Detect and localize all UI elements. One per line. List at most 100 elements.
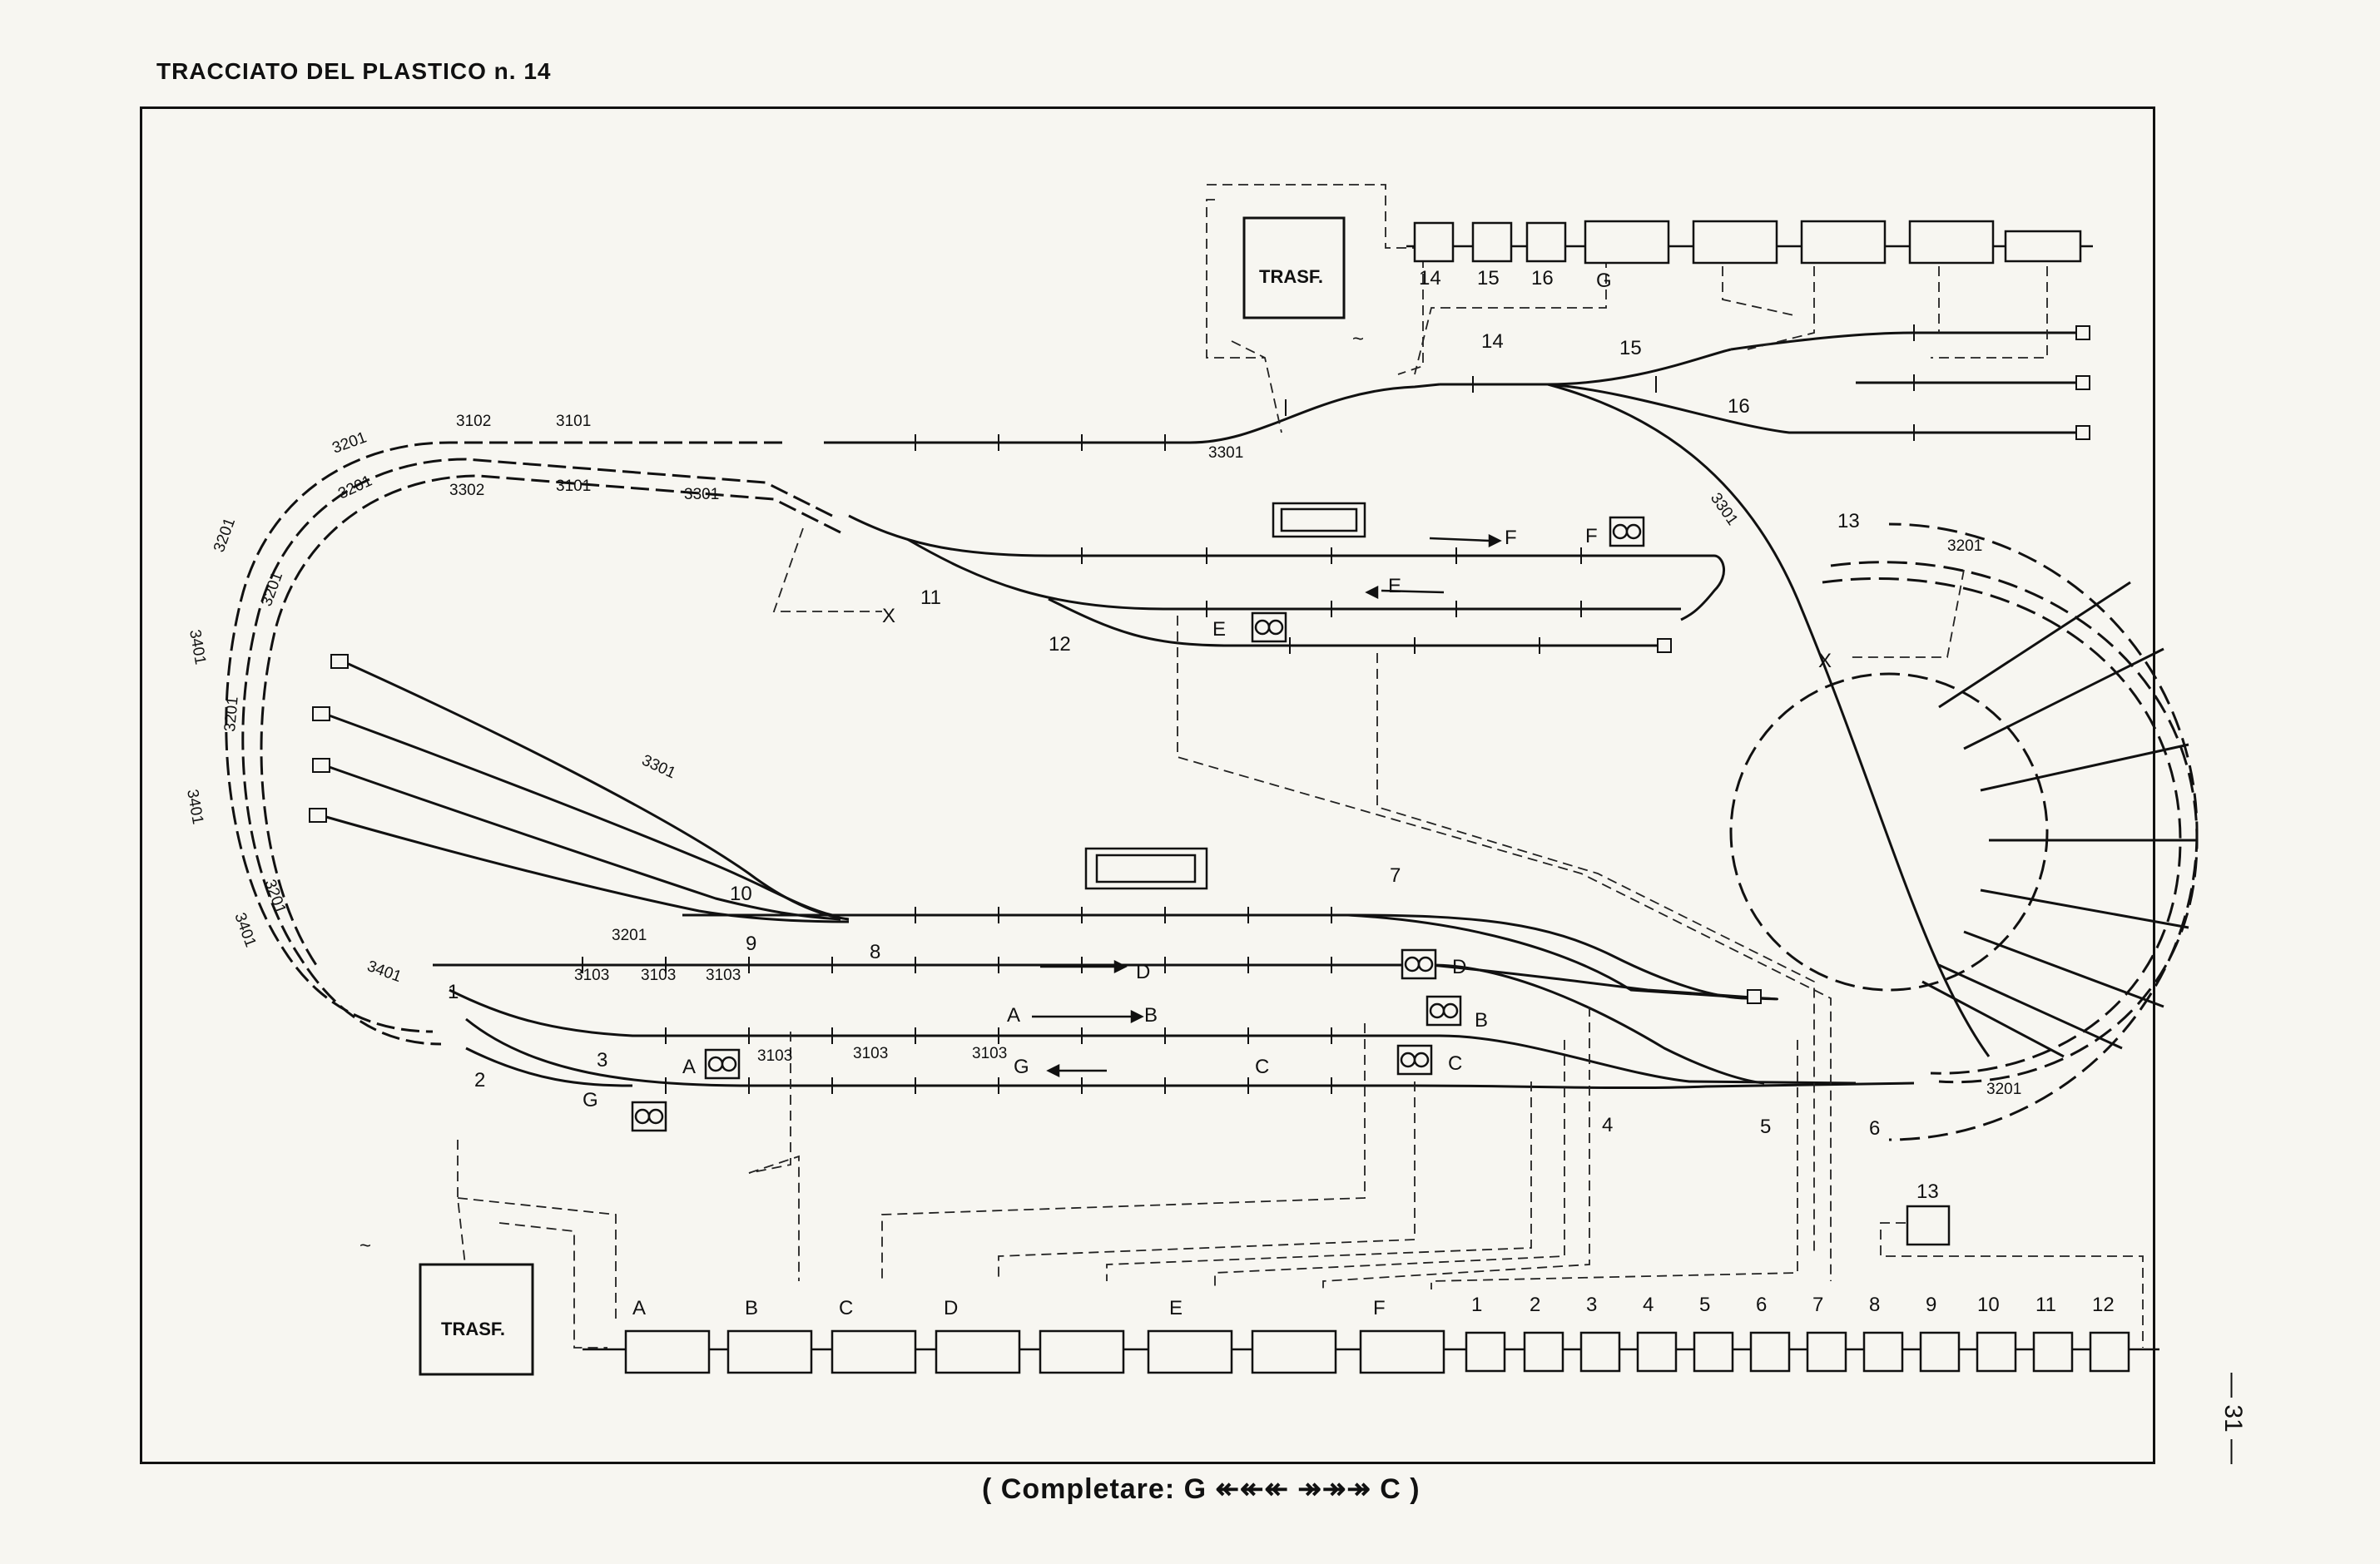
top-control-panel — [1406, 220, 2093, 265]
panel-switch-box-16 — [1525, 221, 1567, 263]
track-station-lower — [465, 1047, 633, 1087]
svg-text:3201: 3201 — [1947, 537, 1982, 555]
switch-number-labels: 1 2 3 4 5 6 7 8 9 10 11 12 13 14 15 16 — [448, 330, 1880, 1140]
svg-text:13: 13 — [1837, 510, 1860, 532]
signals — [631, 516, 1645, 1132]
svg-text:E: E — [1169, 1297, 1183, 1319]
roundhouse-track-8 — [1921, 980, 2065, 1058]
svg-text:3201: 3201 — [260, 878, 289, 917]
roundhouse-track-1 — [1938, 581, 2131, 709]
svg-text:C: C — [1255, 1056, 1269, 1078]
siding-4 — [320, 814, 850, 923]
svg-text:13: 13 — [1916, 1180, 1939, 1203]
svg-text:9: 9 — [1926, 1294, 1936, 1316]
svg-text:12: 12 — [2092, 1294, 2115, 1316]
track-yard-F — [848, 514, 1714, 557]
track-outer-oval-3 — [260, 474, 841, 966]
track-outer-oval-2 — [241, 458, 833, 1046]
svg-text:15: 15 — [1477, 267, 1500, 290]
svg-text:3201: 3201 — [335, 473, 374, 503]
track-code-labels: 3102 3101 3302 3101 3301 3301 3301 3301 … — [183, 413, 2021, 1098]
track-loop-right — [1680, 554, 1725, 621]
bottom-panel-labels: A B C D E F 1 2 3 4 5 6 7 8 9 10 11 12 1… — [632, 1180, 2115, 1319]
transformer-bottom: TRASF. ~ — [359, 1235, 534, 1376]
svg-text:TRASF.: TRASF. — [441, 1319, 505, 1339]
svg-text:C: C — [1448, 1052, 1462, 1075]
track-diagonal-long — [1547, 383, 1991, 1057]
svg-text:A: A — [632, 1297, 646, 1319]
svg-text:3201: 3201 — [612, 927, 647, 944]
svg-text:3302: 3302 — [449, 482, 484, 499]
rail-joints — [582, 324, 1915, 1094]
turntable-pit — [1729, 672, 2049, 992]
turntable-outer-ring — [1830, 561, 2199, 1084]
svg-text:3301: 3301 — [1707, 490, 1741, 529]
svg-text:5: 5 — [1760, 1116, 1771, 1138]
svg-text:X: X — [882, 605, 895, 627]
svg-text:7: 7 — [1390, 864, 1401, 887]
svg-text:3401: 3401 — [364, 958, 404, 986]
turntable-outer-ring-2 — [1822, 577, 2182, 1075]
svg-text:C: C — [839, 1297, 853, 1319]
svg-text:3103: 3103 — [972, 1045, 1007, 1062]
svg-text:G: G — [583, 1089, 598, 1111]
track-top-branch1 — [1547, 383, 2089, 434]
roundhouse-track-6 — [1963, 930, 2164, 1008]
svg-text:11: 11 — [920, 586, 941, 609]
svg-text:F: F — [1373, 1297, 1386, 1319]
track-lines — [225, 331, 2199, 1140]
page-number: — 31 — — [2219, 1373, 2247, 1465]
svg-text:3301: 3301 — [684, 486, 719, 503]
svg-text:D: D — [1452, 956, 1466, 978]
track-yard-E — [906, 537, 1681, 611]
track-station-AB — [449, 988, 1857, 1085]
wiring — [457, 184, 2144, 1349]
siding-1 — [342, 660, 850, 921]
roundhouse-track-7 — [1938, 963, 2123, 1050]
signal-labels: F E D B C A G — [583, 525, 1598, 1111]
svg-text:9: 9 — [746, 933, 756, 955]
figure-caption: ( Completare: G ↞↞↞ ↠↠↠ C ) — [982, 1473, 1421, 1505]
roundhouse-track-5 — [1980, 888, 2189, 929]
svg-text:~: ~ — [359, 1235, 371, 1257]
svg-text:B: B — [745, 1297, 758, 1319]
siding-2 — [324, 712, 833, 917]
track-section-labels: F E D A B G C X X — [882, 527, 1832, 1078]
svg-text:3103: 3103 — [853, 1045, 888, 1062]
svg-text:15: 15 — [1619, 337, 1642, 359]
svg-text:G: G — [1596, 270, 1612, 292]
svg-text:3201: 3201 — [1986, 1081, 2021, 1098]
svg-text:3401: 3401 — [231, 911, 259, 950]
track-middle-long-2 — [1347, 913, 1757, 1000]
svg-text:B: B — [1475, 1009, 1488, 1032]
svg-text:3201: 3201 — [211, 516, 239, 555]
svg-text:3103: 3103 — [641, 967, 676, 984]
svg-text:D: D — [944, 1297, 958, 1319]
svg-text:10: 10 — [1977, 1294, 2000, 1316]
track-top-main — [1440, 348, 1732, 386]
track-middle-long — [682, 913, 1748, 1000]
panel-switch-box-15 — [1471, 221, 1513, 263]
buffer-stops — [309, 325, 2090, 1004]
svg-text:3103: 3103 — [757, 1047, 792, 1065]
svg-text:4: 4 — [1602, 1114, 1613, 1136]
direction-arrows — [1032, 533, 1502, 1078]
page-title: TRACCIATO DEL PLASTICO n. 14 — [156, 58, 552, 84]
svg-text:7: 7 — [1812, 1294, 1823, 1316]
svg-text:3201: 3201 — [330, 429, 369, 458]
svg-text:3301: 3301 — [1208, 444, 1243, 462]
turntable-outer-1 — [1581, 524, 2197, 1140]
svg-text:E: E — [1212, 618, 1226, 641]
svg-text:5: 5 — [1699, 1294, 1710, 1316]
roundhouse-track-2 — [1963, 647, 2164, 750]
panel-section-box — [1692, 220, 1778, 265]
svg-text:3: 3 — [597, 1049, 607, 1072]
svg-text:A: A — [682, 1056, 696, 1078]
svg-text:6: 6 — [1756, 1294, 1767, 1316]
svg-text:8: 8 — [870, 941, 880, 963]
svg-text:3401: 3401 — [186, 628, 209, 666]
track-top-straight — [824, 383, 1440, 444]
panel-section-box — [1800, 220, 1887, 265]
svg-text:3201: 3201 — [221, 695, 242, 732]
